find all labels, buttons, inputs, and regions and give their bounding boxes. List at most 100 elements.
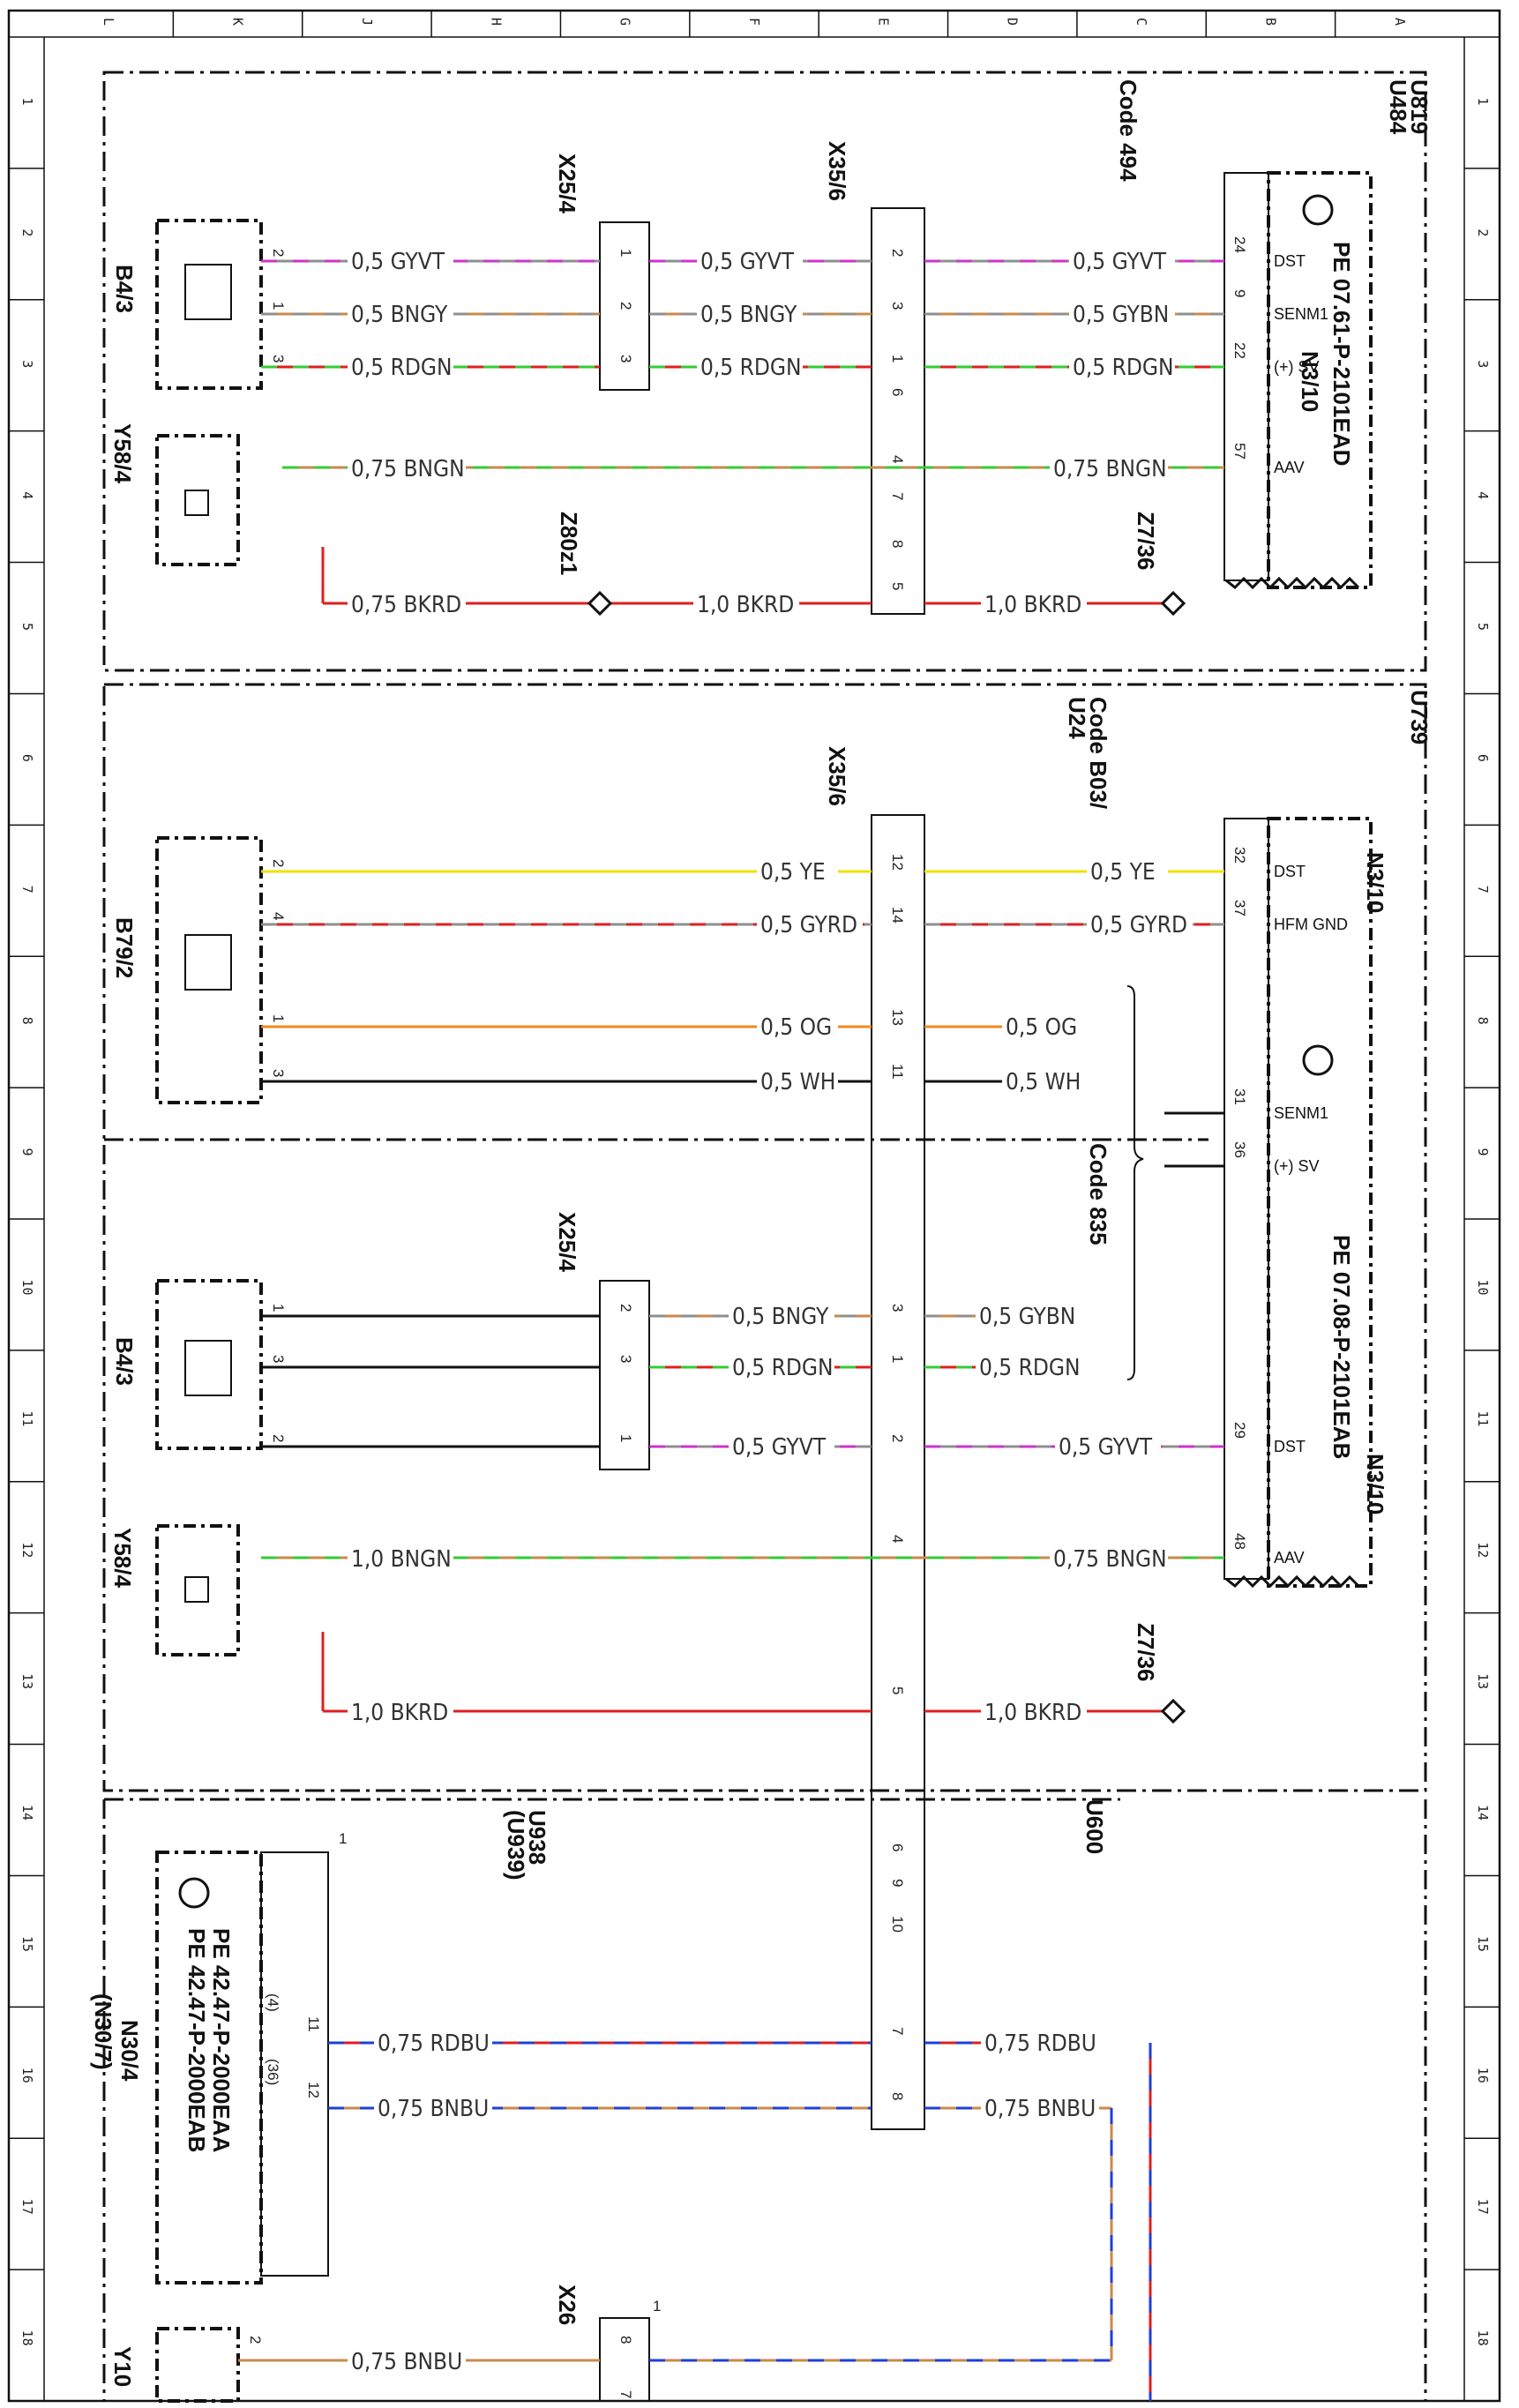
code-u484: U484 <box>1385 79 1411 135</box>
n3-10-pin-wrap: 29 <box>1231 1422 1248 1439</box>
n3-10-pin-wrap: 31 <box>1231 1088 1248 1105</box>
b4-3-pin-wrap: 1 <box>270 302 287 310</box>
x35-6-pin: 8 <box>889 2092 906 2100</box>
grid-row-label-right-wrap: 14 <box>1475 1805 1491 1821</box>
grid-col-label: B <box>1262 18 1278 26</box>
grid-row-label-right: 15 <box>1475 1936 1491 1952</box>
b4-3-box-2 <box>155 1279 263 1450</box>
grid-row-label-right: 9 <box>1475 1148 1491 1156</box>
x25-4-pin: 2 <box>617 302 634 310</box>
x25-4-pin-wrap: 3 <box>617 355 634 363</box>
grid-col-label-wrap: H <box>488 18 504 26</box>
x35-6-pin-extra: 6 <box>889 1843 906 1851</box>
n3-10-signal: SENM1 <box>1274 305 1328 323</box>
grid-row-label-left: 3 <box>19 360 35 368</box>
wire-label-b4-right: 0,5 RDGN <box>979 1355 1081 1381</box>
x35-6-pin-extra-wrap: 6 <box>889 1843 906 1851</box>
x35-6-pin-wrap: 3 <box>889 302 906 310</box>
wire-label-n30-left-bg <box>374 2031 492 2058</box>
grid-row-label-left-wrap: 3 <box>19 360 35 368</box>
wire-label-gnd2-left-bg <box>348 1701 453 1727</box>
pressure-sensor-icon-2 <box>184 934 232 991</box>
grid-row-label-right: 4 <box>1475 491 1491 499</box>
x26-label: X26 <box>554 2285 580 2325</box>
grid-row-label-right-wrap: 16 <box>1475 2068 1491 2083</box>
wire-label-b4-right-bg <box>976 1305 1081 1331</box>
x35-6-pin-wrap: 13 <box>889 1009 906 1026</box>
wire-label-aav2-right-bg <box>1050 1547 1168 1574</box>
wire-label-aav-left-bg <box>348 457 466 483</box>
grid-row-label-left-wrap: 10 <box>19 1279 35 1295</box>
wire-label-aav-right: 0,75 BNGN <box>1053 456 1167 482</box>
grid-row-label-right-wrap: 8 <box>1475 1017 1491 1025</box>
grid-col-label: C <box>1134 18 1149 26</box>
n3-10-pin-wrap: 37 <box>1231 900 1248 916</box>
grid-row-label-right-wrap: 12 <box>1475 1542 1491 1558</box>
x25-4-pin: 3 <box>617 1355 634 1363</box>
grid-row-label-left-wrap: 7 <box>19 886 35 894</box>
section-1: U819 U484 Code 494 PE 07.61-P-2101EAD N3… <box>109 79 1433 619</box>
pressure-sensor-icon-3 <box>184 1340 232 1396</box>
code-u939: (U939) <box>503 1810 529 1880</box>
x35-6-connector <box>871 207 925 615</box>
b4-3-label-2: B4/3 <box>111 1337 138 1386</box>
grid-row-label-left-wrap: 16 <box>19 2068 35 2083</box>
wire-label-mid: 0,5 BNGY <box>700 302 797 328</box>
wire-label-b79-left-bg <box>757 860 838 886</box>
x25-4-pin-wrap: 1 <box>617 249 634 257</box>
n3-10-pin: 31 <box>1231 1088 1248 1105</box>
wire-label-right-bg <box>1069 303 1175 329</box>
grid-col-label-wrap: E <box>875 18 891 26</box>
y58-4-box-2 <box>155 1524 240 1656</box>
x25-4-pin-wrap: 3 <box>617 1355 634 1363</box>
section-2: U739 Code B03/ U24 Code 835 PE 07.08-P-2… <box>109 690 1433 2130</box>
wire-label-bottom: 0,75 BNBU <box>351 2349 462 2375</box>
n3-10-pin-wrap: 57 <box>1231 443 1248 460</box>
grid-row-label-right: 7 <box>1475 886 1491 894</box>
n3-10-pin-wrap: 32 <box>1231 847 1248 864</box>
wire-label-b4-left-bg <box>729 1356 834 1382</box>
x35-6-pin: 4 <box>889 1535 906 1543</box>
n3-10-signal: SENM1 <box>1274 1104 1328 1122</box>
grid-row-label-left-wrap: 9 <box>19 1148 35 1156</box>
wire-label-aav2-left: 1,0 BNGN <box>351 1546 452 1573</box>
n30-4-pin: 12 <box>305 2082 322 2098</box>
x35-6-pin-extra: 7 <box>889 492 906 500</box>
x26-pin-wrap: 8 <box>617 2336 634 2344</box>
grid-col-label-wrap: F <box>746 18 762 26</box>
n3-10-box-2 <box>1267 817 1373 1588</box>
wire-label-aav-left: 0,75 BNGN <box>351 456 465 482</box>
grid-row-label-left: 9 <box>19 1148 35 1156</box>
n3-10-pin-wrap: 9 <box>1231 289 1248 297</box>
wire-label-b79-right: 0,5 YE <box>1090 859 1156 886</box>
x25-4-pin-wrap: 2 <box>617 302 634 310</box>
grid-row-label-left-wrap: 11 <box>19 1410 35 1426</box>
x35-6-pin: 3 <box>889 302 906 310</box>
y10-box <box>155 2327 240 2403</box>
grid-row-label-right: 13 <box>1475 1673 1491 1689</box>
n3-10-pin: 32 <box>1231 847 1248 864</box>
grid-row-label-right: 1 <box>1475 97 1491 105</box>
misc-pin-1: 1 <box>339 1830 347 1847</box>
wire-label-mid-bg <box>697 355 803 382</box>
x35-6-pin-wrap: 14 <box>889 907 906 924</box>
grid-row-label-right-wrap: 9 <box>1475 1148 1491 1156</box>
grid-row-label-left-wrap: 6 <box>19 754 35 762</box>
x35-6-pin: 2 <box>889 1434 906 1442</box>
b79-2-label: B79/2 <box>111 917 138 978</box>
x35-6-pin-extra-wrap: 9 <box>889 1879 906 1887</box>
x35-6-pin-extra: 5 <box>889 582 906 590</box>
grid-col-label-wrap: C <box>1134 18 1149 26</box>
b4-3-pin-wrap: 1 <box>270 1304 287 1312</box>
x35-6-pin-extra: 9 <box>889 1879 906 1887</box>
y58-4-label-2: Y58/4 <box>109 1528 136 1588</box>
grid-col-label: J <box>359 18 375 26</box>
grid-row-label-right: 16 <box>1475 2068 1491 2083</box>
x25-4-pin: 2 <box>617 1304 634 1312</box>
wire-label-left-bg <box>348 250 453 276</box>
grid-row-label-left: 17 <box>19 2199 35 2215</box>
wire-label-aav2-left-bg <box>348 1547 453 1574</box>
grid-col-label-wrap: G <box>617 18 633 26</box>
n30-4-alt-pin: (4) <box>265 1993 281 2012</box>
grid-col-label: K <box>230 18 246 26</box>
